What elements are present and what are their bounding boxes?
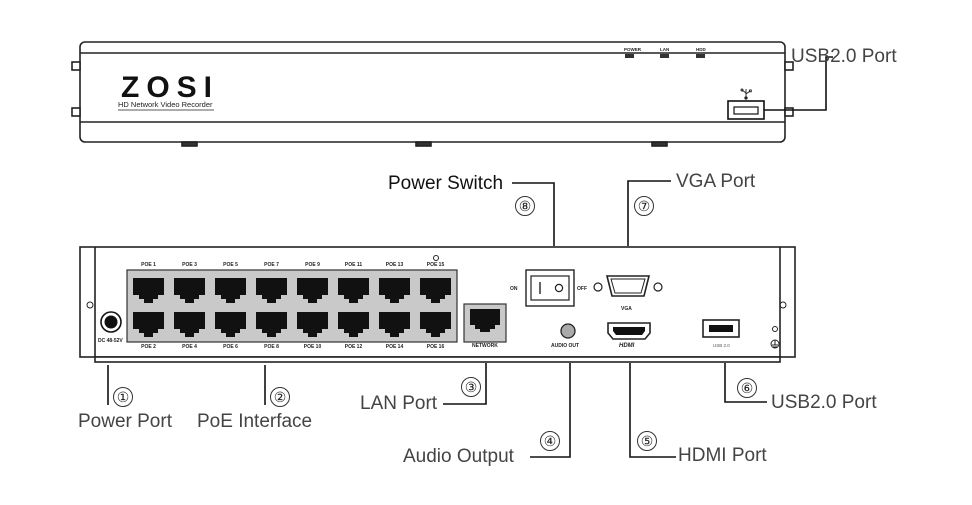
audio-out-jack: AUDIO OUT (551, 323, 579, 349)
poe-port-poe-3 (174, 278, 205, 303)
callout-num-3: ③ (461, 377, 481, 397)
svg-text:OFF: OFF (577, 286, 587, 292)
poe-label: POE 4 (182, 344, 197, 350)
poe-label: POE 14 (386, 344, 404, 350)
callout-lan-port: LAN Port (360, 393, 438, 414)
poe-port-poe-11 (338, 278, 369, 303)
svg-text:AUDIO OUT: AUDIO OUT (551, 343, 579, 349)
poe-port-poe-15 (420, 278, 451, 303)
poe-label: POE 15 (427, 262, 445, 268)
poe-label: POE 12 (345, 344, 363, 350)
callout-power-switch: Power Switch (388, 173, 504, 194)
poe-label: POE 2 (141, 344, 156, 350)
leader-lines (107, 180, 767, 458)
callout-num-1: ① (113, 387, 133, 407)
indicator-hdd: HDD (696, 47, 706, 58)
network-port: NETWORK (463, 303, 507, 349)
poe-labels-top: POE 1 POE 3 POE 5 POE 7 POE 9 POE 11 POE 13 POE… (141, 262, 444, 268)
poe-label: POE 10 (304, 344, 322, 350)
callout-num-6: ⑥ (737, 378, 757, 398)
svg-text:DC 48-52V: DC 48-52V (98, 338, 123, 344)
rear-usb-port: USB 2.0 (702, 319, 740, 348)
indicator-power: POWER (624, 47, 642, 58)
front-panel (71, 41, 794, 147)
poe-label: POE 1 (141, 262, 156, 268)
usb-icon (740, 88, 752, 100)
power-switch: ON OFF (510, 269, 587, 307)
poe-label: POE 11 (345, 262, 362, 268)
ground-icon (770, 326, 780, 349)
poe-label: POE 8 (264, 344, 279, 350)
svg-text:USB 2.0: USB 2.0 (713, 343, 730, 348)
poe-port-poe-13 (379, 278, 410, 303)
indicator-lan: LAN (660, 47, 669, 58)
callout-usb-front: USB2.0 Port (791, 46, 897, 67)
poe-port-poe-14 (379, 312, 410, 337)
svg-text:VGA: VGA (621, 306, 632, 312)
svg-text:POWER: POWER (624, 47, 642, 52)
brand-logo: ZOSI (121, 71, 219, 104)
poe-port-poe-7 (256, 278, 287, 303)
dc-power-jack: DC 48-52V (98, 311, 123, 344)
callout-num-4: ④ (540, 431, 560, 451)
poe-port-poe-4 (174, 312, 205, 337)
callout-poe-interface: PoE Interface (197, 411, 313, 432)
poe-label: POE 3 (182, 262, 197, 268)
svg-text:HDMI: HDMI (619, 343, 635, 349)
rear-panel (79, 246, 796, 363)
poe-port-poe-1 (133, 278, 164, 303)
poe-port-poe-2 (133, 312, 164, 337)
poe-ports (133, 278, 451, 337)
poe-port-poe-5 (215, 278, 246, 303)
poe-port-poe-8 (256, 312, 287, 337)
callout-num-7: ⑦ (634, 196, 654, 216)
callout-num-2: ② (270, 387, 290, 407)
poe-label: POE 13 (386, 262, 404, 268)
svg-text:NETWORK: NETWORK (472, 343, 498, 349)
poe-port-poe-12 (338, 312, 369, 337)
poe-label: POE 7 (264, 262, 279, 268)
poe-label: POE 5 (223, 262, 238, 268)
poe-labels-bottom: POE 2 POE 4 POE 6 POE 8 POE 10 POE 12 POE 14 PO… (141, 344, 444, 350)
callout-hdmi-port: HDMI Port (678, 445, 767, 466)
poe-label: POE 16 (427, 344, 445, 350)
callout-num-8: ⑧ (515, 196, 535, 216)
vga-port: VGA (593, 275, 663, 312)
poe-port-poe-10 (297, 312, 328, 337)
svg-text:HDD: HDD (696, 47, 706, 52)
poe-port-poe-16 (420, 312, 451, 337)
callout-num-5: ⑤ (637, 431, 657, 451)
callout-power-port: Power Port (78, 411, 172, 432)
poe-label: POE 6 (223, 344, 238, 350)
svg-text:LAN: LAN (660, 47, 669, 52)
hdmi-port: HDMI (607, 322, 651, 349)
front-usb-port (727, 88, 765, 120)
poe-label: POE 9 (305, 262, 320, 268)
callout-usb-rear: USB2.0 Port (771, 392, 877, 413)
svg-text:ON: ON (510, 286, 518, 292)
poe-port-poe-9 (297, 278, 328, 303)
callout-audio-output: Audio Output (403, 446, 514, 467)
poe-port-poe-6 (215, 312, 246, 337)
front-subtitle: HD Network Video Recorder (118, 100, 213, 109)
callout-vga-port: VGA Port (676, 171, 756, 192)
